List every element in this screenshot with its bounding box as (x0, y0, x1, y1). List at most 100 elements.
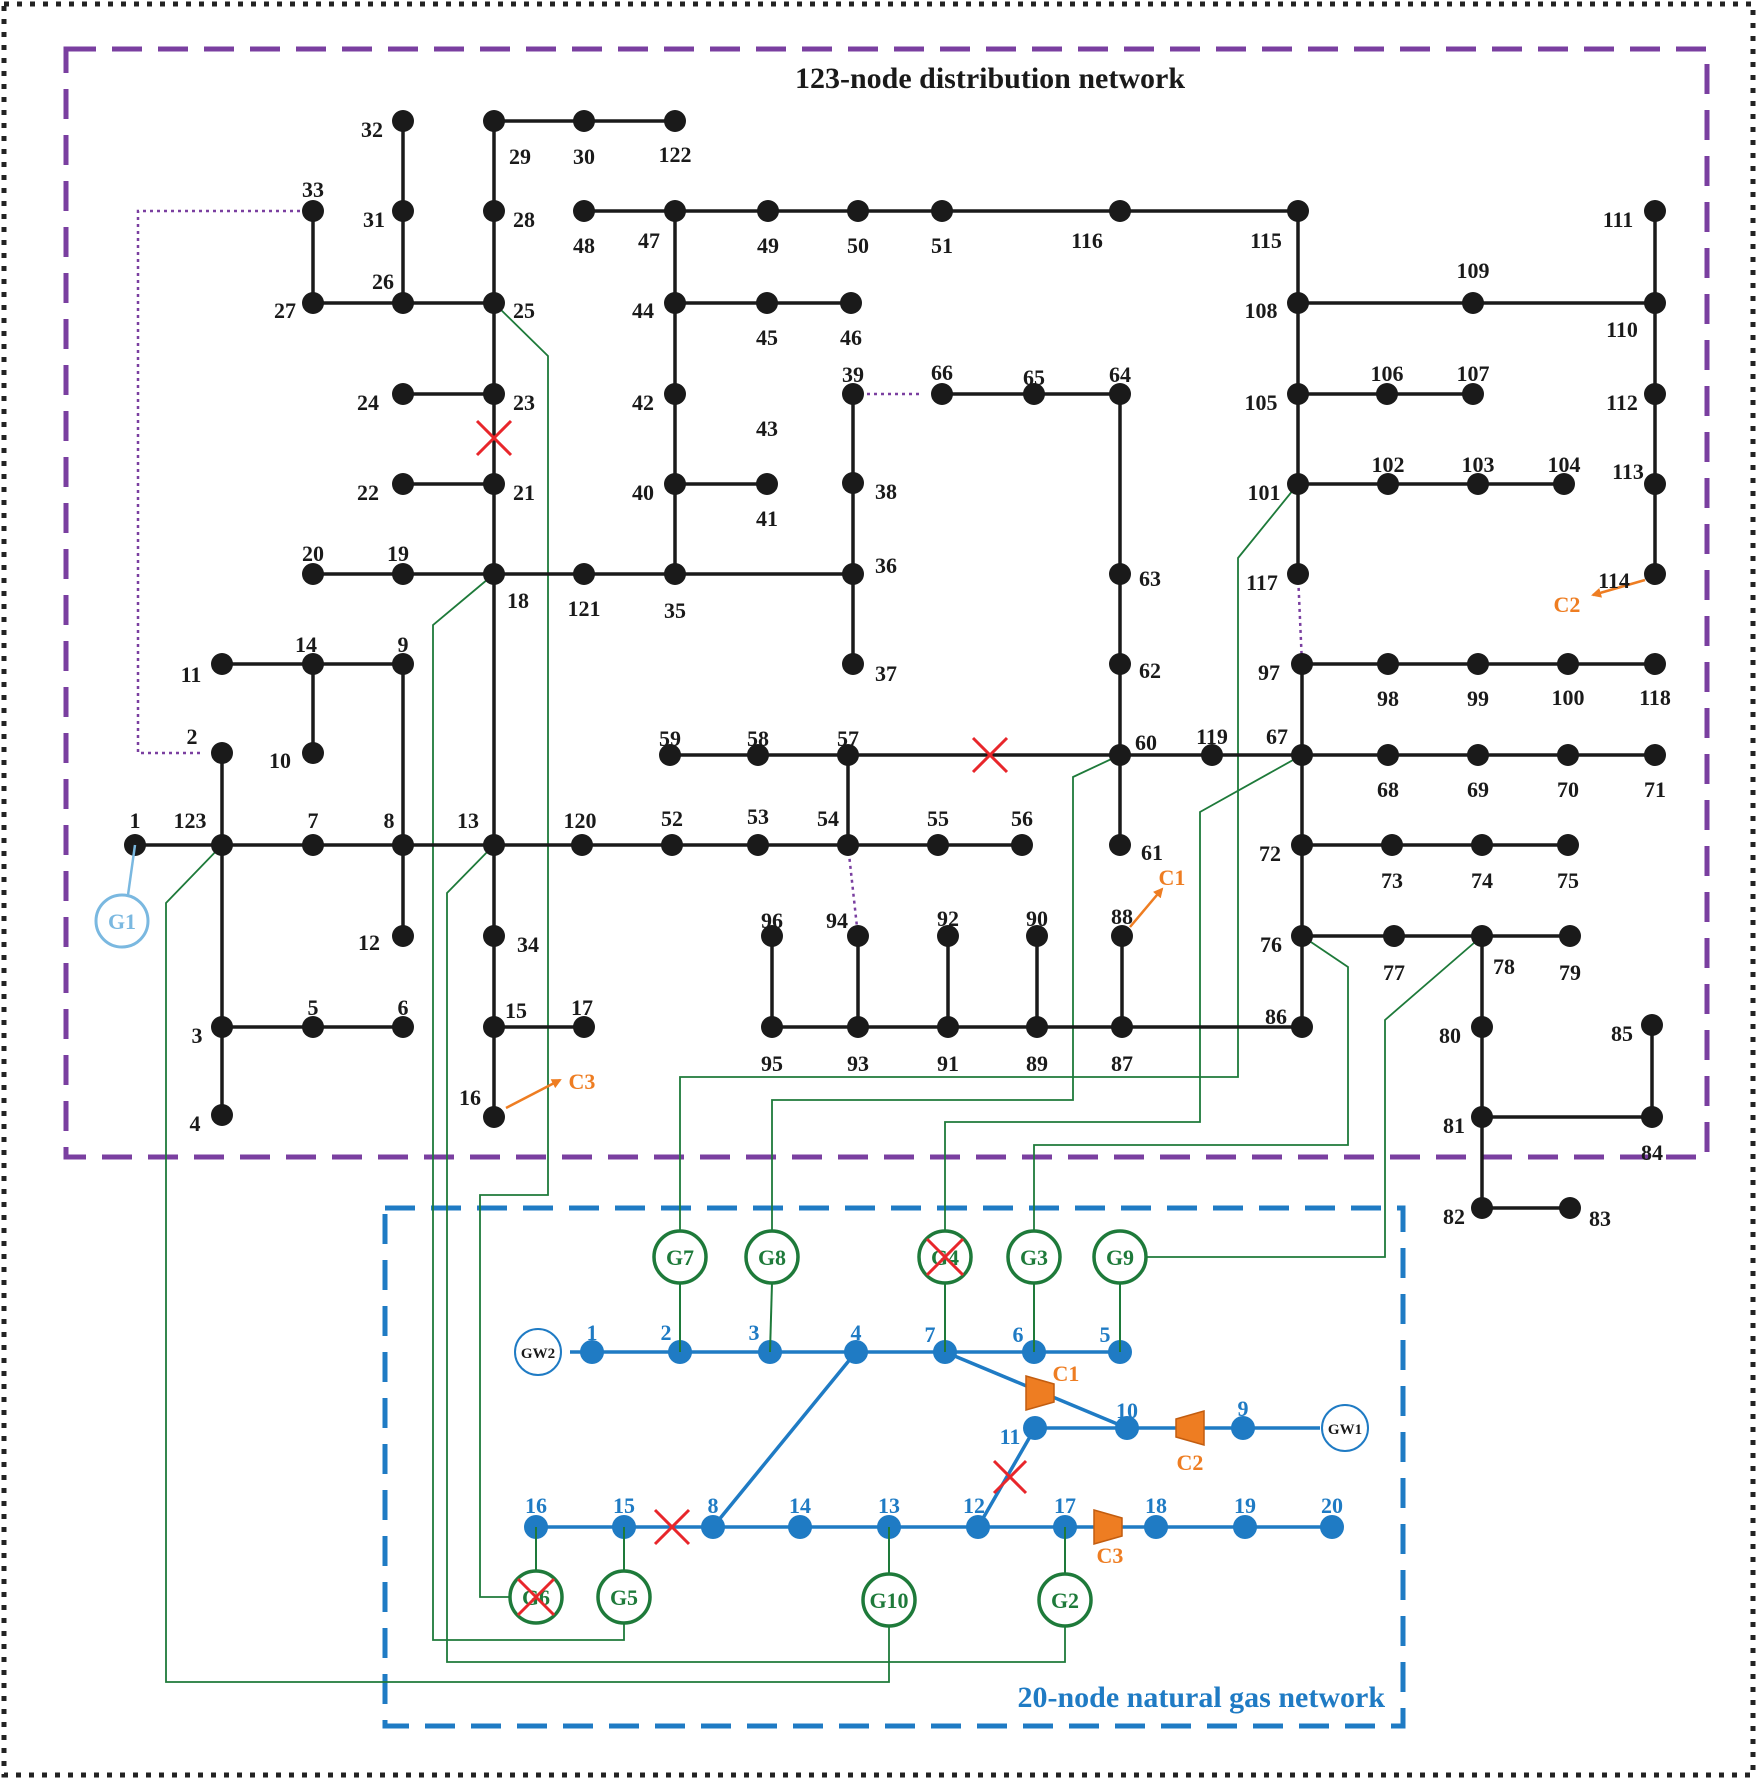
distribution-node (573, 110, 595, 132)
distribution-node (1557, 744, 1579, 766)
distribution-node (1377, 744, 1399, 766)
distribution-node-label: 24 (357, 390, 379, 415)
distribution-node-label: 54 (817, 806, 839, 831)
distribution-node (483, 834, 505, 856)
coupling-line (432, 573, 625, 1641)
distribution-node-label: 57 (837, 726, 859, 751)
distribution-node (1644, 292, 1666, 314)
distribution-node-label: 96 (761, 908, 783, 933)
distribution-node-label: 48 (573, 233, 595, 258)
fault-mark (516, 1577, 556, 1617)
distribution-node (1287, 563, 1309, 585)
gas-node-label: 5 (1100, 1322, 1111, 1347)
compressor (1175, 1410, 1205, 1446)
distribution-node (392, 200, 414, 222)
distribution-node-label: 53 (747, 804, 769, 829)
distribution-node-label: 29 (509, 144, 531, 169)
generator-label: G2 (1051, 1588, 1079, 1613)
distribution-node (1644, 563, 1666, 585)
distribution-node (483, 563, 505, 585)
distribution-node-label: 35 (664, 598, 686, 623)
distribution-node-label: 52 (661, 806, 683, 831)
distribution-node-label: 112 (1606, 390, 1638, 415)
distribution-node (483, 925, 505, 947)
distribution-node-label: 73 (1381, 868, 1403, 893)
distribution-node (571, 834, 593, 856)
distribution-node-label: 104 (1548, 452, 1581, 477)
distribution-node-label: 119 (1196, 724, 1228, 749)
distribution-node-label: 1 (130, 808, 141, 833)
gas-node-label: 2 (661, 1320, 672, 1345)
distribution-node (837, 744, 859, 766)
load-arrow-label: C2 (1554, 592, 1581, 617)
distribution-node-label: 18 (507, 588, 529, 613)
generator-label: G3 (1020, 1245, 1048, 1270)
distribution-node (483, 473, 505, 495)
distribution-node-label: 10 (269, 748, 291, 773)
distribution-node-label: 120 (564, 808, 597, 833)
distribution-node-label: 111 (1603, 207, 1634, 232)
gas-node-label: 14 (789, 1493, 811, 1518)
distribution-node-label: 59 (659, 726, 681, 751)
distribution-node-label: 47 (638, 228, 660, 253)
distribution-node (842, 563, 864, 585)
distribution-node (1471, 1016, 1493, 1038)
tie-switch-line (136, 209, 300, 755)
fault-mark (653, 1508, 691, 1546)
distribution-node (1559, 925, 1581, 947)
compressor (1025, 1375, 1055, 1411)
gas-node-label: 8 (708, 1493, 719, 1518)
distribution-node (664, 292, 686, 314)
distribution-node-label: 41 (756, 506, 778, 531)
distribution-node-label: 68 (1377, 777, 1399, 802)
distribution-node (302, 563, 324, 585)
distribution-node (1644, 744, 1666, 766)
distribution-node (1641, 1106, 1663, 1128)
coupling-line (479, 302, 549, 1598)
distribution-node-label: 122 (659, 142, 692, 167)
gas-node-label: 18 (1145, 1493, 1167, 1518)
gas-node (788, 1515, 812, 1539)
distribution-node-label: 64 (1109, 362, 1131, 387)
distribution-node-label: 69 (1467, 777, 1489, 802)
generator (744, 1229, 800, 1285)
distribution-node-label: 100 (1552, 685, 1585, 710)
distribution-node-label: 65 (1023, 365, 1045, 390)
distribution-node (761, 1016, 783, 1038)
distribution-node (1291, 925, 1313, 947)
distribution-node-label: 38 (875, 479, 897, 504)
distribution-node (211, 653, 233, 675)
distribution-node (659, 744, 681, 766)
gas-node-label: 3 (749, 1320, 760, 1345)
distribution-node (302, 292, 324, 314)
gas-node-label: 11 (1000, 1424, 1021, 1449)
distribution-node (842, 472, 864, 494)
distribution-node-label: 7 (308, 808, 319, 833)
distribution-node (302, 200, 324, 222)
distribution-node (1026, 1016, 1048, 1038)
compressor-label: C3 (1097, 1543, 1124, 1568)
distribution-node (747, 834, 769, 856)
distribution-node-label: 30 (573, 144, 595, 169)
distribution-node-label: 116 (1071, 228, 1103, 253)
distribution-node-label: 107 (1457, 361, 1490, 386)
distribution-node-label: 81 (1443, 1113, 1465, 1138)
distribution-node-label: 36 (875, 553, 897, 578)
gas-node (1023, 1416, 1047, 1440)
distribution-node (927, 834, 949, 856)
generator-label: G9 (1106, 1245, 1134, 1270)
distribution-node (1557, 653, 1579, 675)
distribution-node-label: 31 (363, 207, 385, 232)
tie-switch-line (1296, 573, 1304, 665)
gas-source-label: GW1 (1328, 1422, 1362, 1438)
distribution-node-label: 33 (302, 177, 324, 202)
distribution-node-label: 46 (840, 325, 862, 350)
gas-node-label: 10 (1116, 1398, 1138, 1423)
distribution-node-label: 95 (761, 1051, 783, 1076)
distribution-node (1109, 383, 1131, 405)
distribution-node (1109, 200, 1131, 222)
distribution-node (664, 200, 686, 222)
fault-marks (475, 419, 1028, 1617)
distribution-node-label: 11 (181, 662, 202, 687)
